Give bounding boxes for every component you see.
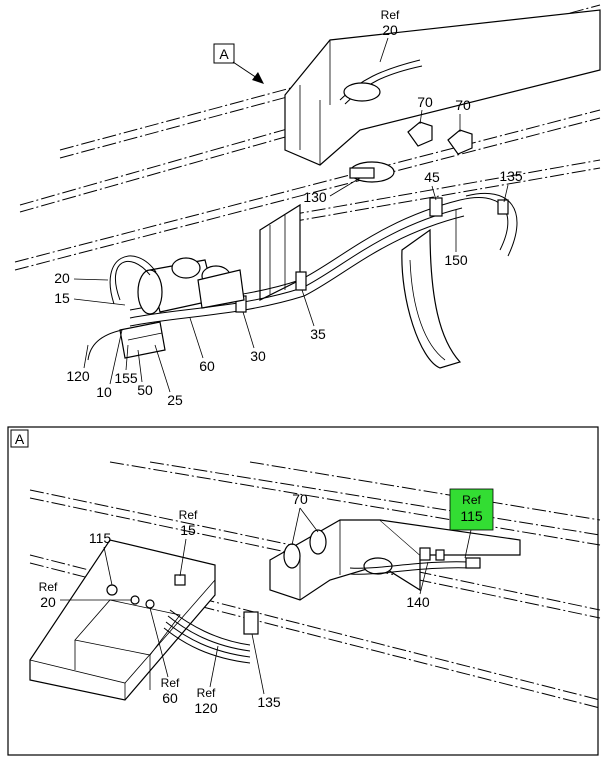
callout-10: 10: [96, 384, 112, 400]
top-illustration: [14, 4, 601, 369]
highlight-box: [449, 488, 494, 531]
callout-150: 150: [444, 252, 468, 268]
callout-ref20-ref: Ref: [381, 8, 400, 22]
view-marker-label: A: [219, 46, 229, 62]
callout-ref15-num: 15: [180, 522, 196, 538]
callout-70a: 70: [417, 94, 433, 110]
callout-20: 20: [54, 270, 70, 286]
callout-70: 70: [292, 491, 308, 507]
callout-120: 120: [66, 368, 90, 384]
callout-60: 60: [199, 358, 215, 374]
callout-ref120-num: 120: [194, 700, 218, 716]
detail-callouts: 70 Ref 15 115 Ref 20 Ref 60 Ref 120 135 …: [39, 491, 430, 716]
callout-ref20-num: 20: [382, 22, 398, 38]
detail-illustration: [29, 461, 601, 709]
callout-ref20-num: 20: [40, 594, 56, 610]
callout-ref60-ref: Ref: [161, 676, 180, 690]
highlight-ref115: Ref 115: [449, 488, 494, 559]
callout-135: 135: [499, 168, 523, 184]
detail-frame-label: A: [15, 431, 25, 447]
callout-35: 35: [310, 326, 326, 342]
callout-ref115-ref: Ref: [462, 493, 481, 507]
callout-ref15-ref: Ref: [179, 508, 198, 522]
callout-ref120-ref: Ref: [197, 686, 216, 700]
callout-50: 50: [137, 382, 153, 398]
callout-140: 140: [406, 594, 430, 610]
callout-155: 155: [114, 370, 138, 386]
callout-ref60-num: 60: [162, 690, 178, 706]
callout-15: 15: [54, 290, 70, 306]
callout-130: 130: [303, 189, 327, 205]
callout-ref115-num: 115: [460, 508, 483, 524]
callout-ref20-ref: Ref: [39, 580, 58, 594]
callout-30: 30: [250, 348, 266, 364]
callout-115: 115: [89, 530, 112, 546]
callout-135-detail: 135: [257, 694, 281, 710]
callout-70b: 70: [455, 97, 471, 113]
view-arrow: A: [213, 43, 264, 84]
callout-45: 45: [424, 169, 440, 185]
top-callouts: Ref 20 70 70 130 45 135 150 20 15 35 30 …: [54, 8, 523, 408]
callout-25: 25: [167, 392, 183, 408]
